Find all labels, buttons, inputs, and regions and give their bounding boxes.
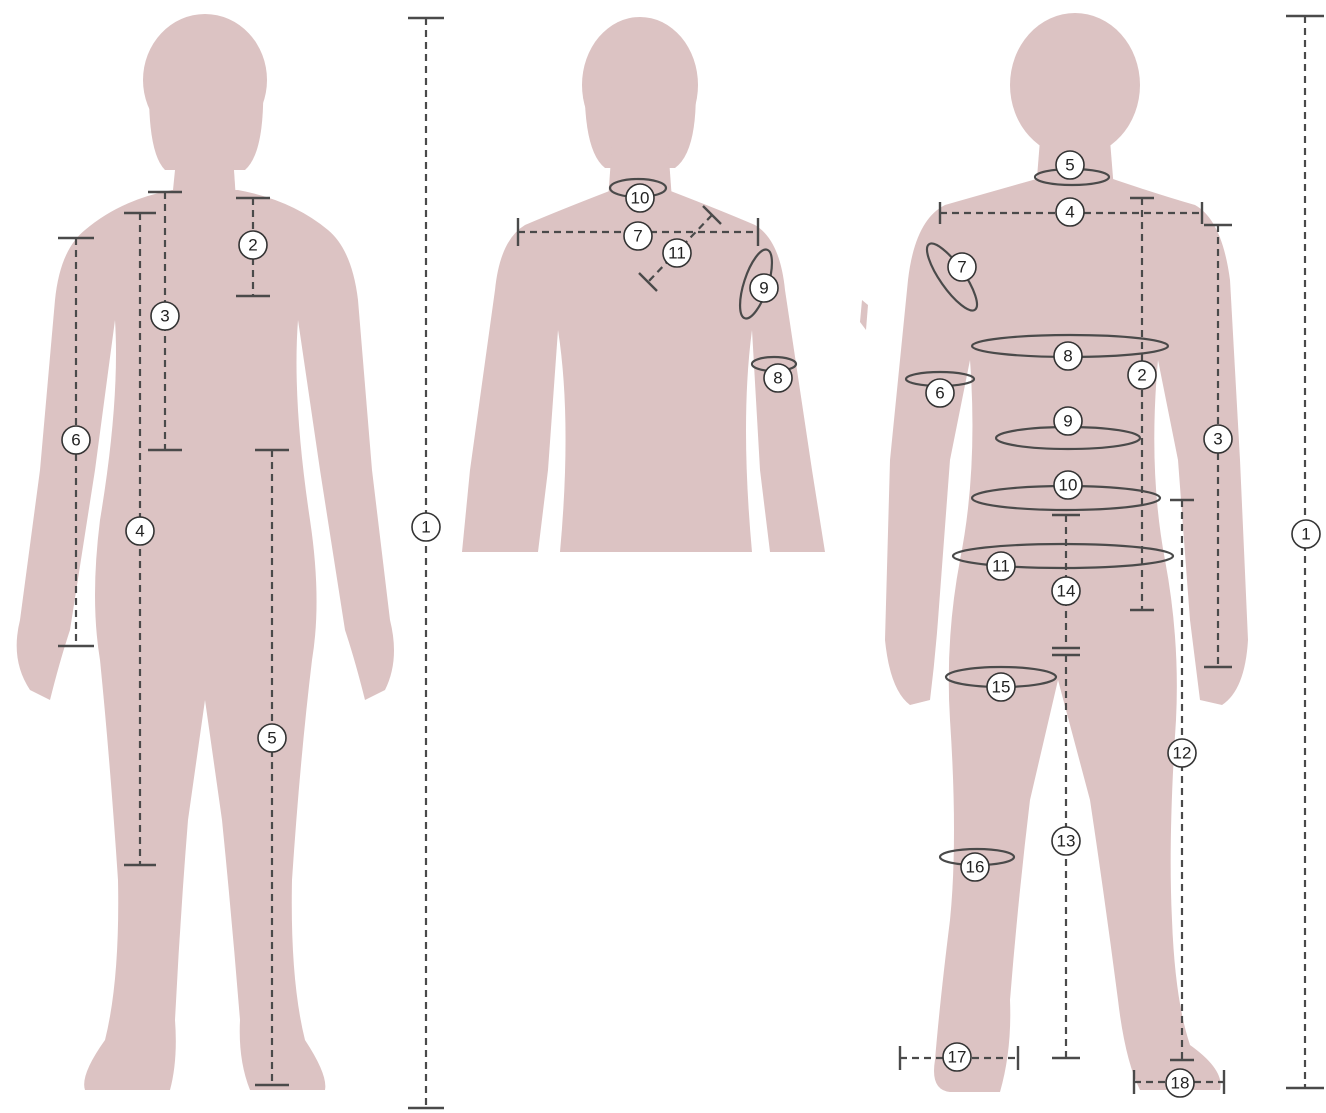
label-badge: 13 — [1052, 827, 1080, 855]
label-badge: 1 — [1292, 520, 1320, 548]
svg-text:10: 10 — [1059, 476, 1078, 495]
label-badge: 4 — [1056, 198, 1084, 226]
label-badge: 3 — [1204, 425, 1232, 453]
label-badge: 10 — [1054, 471, 1082, 499]
label-badge: 8 — [764, 364, 792, 392]
label-badge: 18 — [1166, 1069, 1194, 1097]
label-badge: 11 — [663, 239, 691, 267]
label-badge: 16 — [961, 853, 989, 881]
label-badge: 2 — [239, 231, 267, 259]
svg-text:16: 16 — [966, 858, 985, 877]
svg-text:15: 15 — [992, 678, 1011, 697]
label-badge: 14 — [1052, 577, 1080, 605]
svg-text:3: 3 — [1213, 430, 1222, 449]
svg-text:14: 14 — [1057, 582, 1076, 601]
svg-text:3: 3 — [160, 307, 169, 326]
svg-text:4: 4 — [1065, 203, 1074, 222]
svg-text:6: 6 — [71, 431, 80, 450]
label-badge: 15 — [987, 673, 1015, 701]
svg-text:17: 17 — [948, 1048, 967, 1067]
label-badge: 5 — [258, 724, 286, 752]
label-badge: 3 — [151, 302, 179, 330]
svg-text:7: 7 — [957, 258, 966, 277]
female-front-silhouette — [17, 14, 394, 1090]
svg-text:2: 2 — [248, 236, 257, 255]
label-badge: 7 — [624, 222, 652, 250]
svg-text:10: 10 — [631, 189, 650, 208]
svg-text:5: 5 — [1065, 156, 1074, 175]
svg-text:18: 18 — [1171, 1074, 1190, 1093]
svg-text:11: 11 — [992, 557, 1010, 576]
svg-text:6: 6 — [935, 384, 944, 403]
svg-text:9: 9 — [1063, 412, 1072, 431]
label-badge: 10 — [626, 184, 654, 212]
svg-text:4: 4 — [135, 522, 144, 541]
label-badge: 4 — [126, 517, 154, 545]
label-badge: 17 — [943, 1043, 971, 1071]
svg-text:11: 11 — [668, 244, 686, 263]
svg-text:7: 7 — [633, 227, 642, 246]
label-badge: 6 — [926, 379, 954, 407]
label-badge: 7 — [948, 253, 976, 281]
svg-text:8: 8 — [773, 369, 782, 388]
label-badge: 2 — [1128, 361, 1156, 389]
label-badge: 1 — [412, 513, 440, 541]
label-badge: 9 — [1054, 407, 1082, 435]
svg-text:1: 1 — [421, 518, 430, 537]
svg-text:5: 5 — [267, 729, 276, 748]
svg-text:13: 13 — [1057, 832, 1076, 851]
svg-text:8: 8 — [1063, 347, 1072, 366]
label-badge: 12 — [1168, 739, 1196, 767]
svg-text:2: 2 — [1137, 366, 1146, 385]
svg-text:12: 12 — [1173, 744, 1192, 763]
label-badge: 5 — [1056, 151, 1084, 179]
label-badge: 6 — [62, 426, 90, 454]
male-front-silhouette — [860, 13, 1248, 1092]
svg-text:1: 1 — [1301, 525, 1310, 544]
label-badge: 11 — [987, 552, 1015, 580]
svg-text:9: 9 — [759, 279, 768, 298]
label-badge: 9 — [750, 274, 778, 302]
label-badge: 8 — [1054, 342, 1082, 370]
